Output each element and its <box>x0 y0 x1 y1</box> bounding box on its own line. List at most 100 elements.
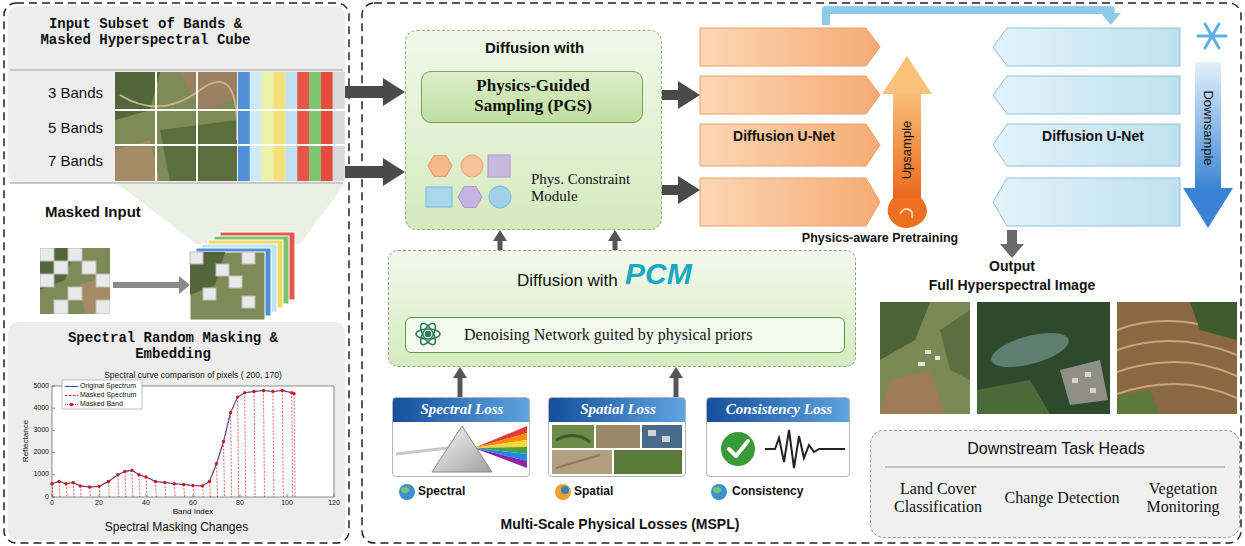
output-image <box>880 370 945 414</box>
aerial-collage <box>556 435 590 442</box>
chart-title: Spectral curve comparison of pixels ( 20… <box>104 371 282 381</box>
constraint-shapes <box>461 155 483 177</box>
row-label: 5 Bands <box>48 119 103 136</box>
node-fill <box>405 30 662 230</box>
output-image <box>918 362 925 366</box>
downsample-arrow <box>1195 62 1221 190</box>
atom-icon <box>418 321 439 347</box>
prism-icon <box>474 426 527 448</box>
flow-arrow <box>674 378 679 397</box>
mask-arrow <box>179 276 190 294</box>
spectrum-chart <box>97 485 100 488</box>
check-icon <box>765 430 845 468</box>
constraint-shapes <box>426 187 452 207</box>
spectrum-chart <box>79 484 82 487</box>
tag-icon <box>401 487 409 493</box>
spectrum-chart <box>52 386 55 387</box>
snowflake-icon <box>1209 33 1215 39</box>
aerial-image <box>160 120 237 181</box>
hyperspectral-cube <box>216 264 229 276</box>
legend-sample <box>65 386 78 387</box>
pgs-title: Physics-Guided Sampling (PGS) <box>453 76 613 115</box>
spectrum-chart <box>59 481 60 497</box>
constraint-shapes <box>428 156 452 177</box>
tick-label: 100 <box>281 499 293 507</box>
spectrum-chart <box>144 475 147 478</box>
sampling-module: Diffusion withPhys. Constraint ModulePhy… <box>405 30 662 230</box>
loss-tag: Consistency <box>732 485 842 499</box>
tag-icon <box>713 487 721 493</box>
upsample-arrow <box>900 209 912 218</box>
spectrum-chart <box>71 481 74 484</box>
spectrum-chart <box>123 470 126 473</box>
flow-arrow <box>458 378 463 397</box>
output-image <box>1117 302 1237 414</box>
flow-arrow <box>498 241 503 250</box>
loss-title: Spatial Loss <box>549 401 687 418</box>
unet-layer <box>700 124 880 166</box>
spectrum-chart <box>292 393 293 497</box>
flow-arrow <box>1007 230 1017 244</box>
spectrum-chart <box>193 494 194 497</box>
tag-icon <box>711 484 727 500</box>
section-label: Masked Input <box>45 203 141 220</box>
hyperspectral-cube <box>242 252 255 264</box>
tick-label: 0 <box>50 499 54 507</box>
aerial-image <box>115 72 237 181</box>
row-separator <box>10 69 343 71</box>
spectrum-chart <box>57 480 60 483</box>
spectrum-chart <box>62 380 142 409</box>
masked-image <box>96 300 110 314</box>
aerial-collage <box>552 450 612 474</box>
tick-label: 4000 <box>33 404 49 412</box>
spectrum-chart <box>208 480 211 483</box>
output-image <box>880 302 930 360</box>
spectrum-chart <box>73 483 74 497</box>
legend-sample <box>65 403 78 407</box>
band-strips <box>274 72 286 181</box>
spectrum-chart <box>184 485 185 497</box>
output-image <box>977 302 1110 414</box>
band-strips <box>262 72 274 181</box>
hyperspectral-cube <box>190 252 265 320</box>
denoise-box: Denoising Network guited by physical pri… <box>405 317 845 353</box>
tick-label: 80 <box>236 499 244 507</box>
spectrum-chart <box>245 393 246 497</box>
task-label: Vegetation Monitoring <box>1129 480 1237 517</box>
spectrum-chart <box>271 390 274 393</box>
prism-icon <box>474 433 527 448</box>
constraint-shapes <box>488 155 510 177</box>
flow-arrow <box>826 10 1111 25</box>
task-item: Land Cover Classification <box>879 475 997 531</box>
spectrum-chart <box>224 442 225 498</box>
spectrum-chart <box>287 494 288 497</box>
aerial-collage <box>552 425 594 448</box>
unet-block: Diffusion U-Net <box>993 25 1180 230</box>
spectrum-chart <box>273 392 274 497</box>
unet-block: Diffusion U-Net <box>700 25 880 230</box>
hyperspectral-cube <box>203 288 216 300</box>
aerial-image <box>115 72 237 181</box>
row-separator <box>10 182 343 184</box>
aerial-collage <box>556 455 600 468</box>
unet-layer <box>993 124 1180 166</box>
spectrum-chart <box>52 474 55 475</box>
dashed-panel <box>4 3 349 543</box>
unet-layer <box>700 178 880 226</box>
arrow-label: Downsample <box>1201 90 1216 165</box>
output-image <box>880 302 970 414</box>
spectrum-chart <box>173 482 176 485</box>
unet-layer <box>700 28 1180 226</box>
spectrum-chart <box>125 471 126 497</box>
output-image <box>1117 362 1237 376</box>
row-label: 7 Bands <box>48 152 103 169</box>
grid-line <box>115 72 345 181</box>
task-label: Land Cover Classification <box>879 480 997 517</box>
output-image <box>1085 372 1091 377</box>
tick-label: 1000 <box>33 470 49 478</box>
task-panel: Downstream Task HeadsLand Cover Classifi… <box>870 430 1240 538</box>
unet-layer <box>993 178 1180 226</box>
loss-card: Consistency LossConsistency <box>706 397 850 477</box>
panel-caption: Spectral Masking Changes <box>8 521 345 535</box>
